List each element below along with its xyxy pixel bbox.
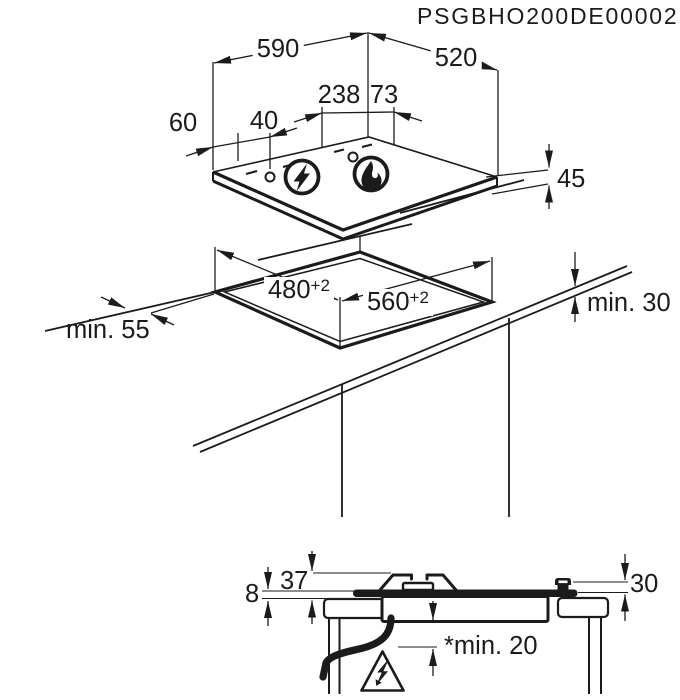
dim-30-label: 30 [630, 570, 659, 598]
hob-glass-panel [353, 589, 578, 597]
dim-min20-label: *min. 20 [444, 632, 538, 660]
pan-support [378, 573, 458, 592]
dim-60-40-line [185, 127, 298, 157]
worktop-cross-section [262, 551, 629, 694]
tolerance-superscript: +2 [409, 288, 429, 307]
dim-520-label: 520 [430, 45, 482, 72]
flame-icon [361, 161, 382, 191]
control-knob [555, 578, 571, 593]
hob-isometric-view [185, 32, 553, 241]
dim-560-label: 560+2 [363, 289, 433, 316]
burner-cap [401, 581, 435, 592]
dim-45-label: 45 [557, 165, 586, 193]
electric-burner-ring [283, 158, 321, 196]
dim-590-label: 590 [252, 36, 304, 63]
worktop-cutout-view [44, 223, 633, 517]
electric-warning-triangle-icon [360, 650, 405, 692]
dim-40-label: 40 [249, 107, 279, 135]
dim-min55-arrows [100, 293, 215, 326]
lightning-icon [293, 163, 310, 192]
dim-60-label: 60 [168, 109, 198, 137]
tolerance-superscript: +2 [310, 276, 330, 295]
dim-238-73-line [293, 111, 423, 123]
hob-body [380, 595, 550, 623]
dim-37-label: 37 [280, 567, 309, 595]
dim-73-label: 73 [369, 81, 399, 109]
dim-480-label: 480+2 [264, 277, 334, 304]
dim-238-label: 238 [317, 81, 361, 109]
dim-min30-label: min. 30 [587, 289, 671, 317]
drawing-code: PSGBHO200DE00002 [417, 3, 679, 29]
ignition-point-rear [347, 151, 359, 163]
dim-8-label: 8 [245, 580, 260, 608]
gas-burner-ring [352, 155, 390, 193]
power-cable [319, 614, 395, 681]
ignition-point-left [264, 171, 276, 183]
dim-min55-label: min. 55 [66, 316, 150, 344]
